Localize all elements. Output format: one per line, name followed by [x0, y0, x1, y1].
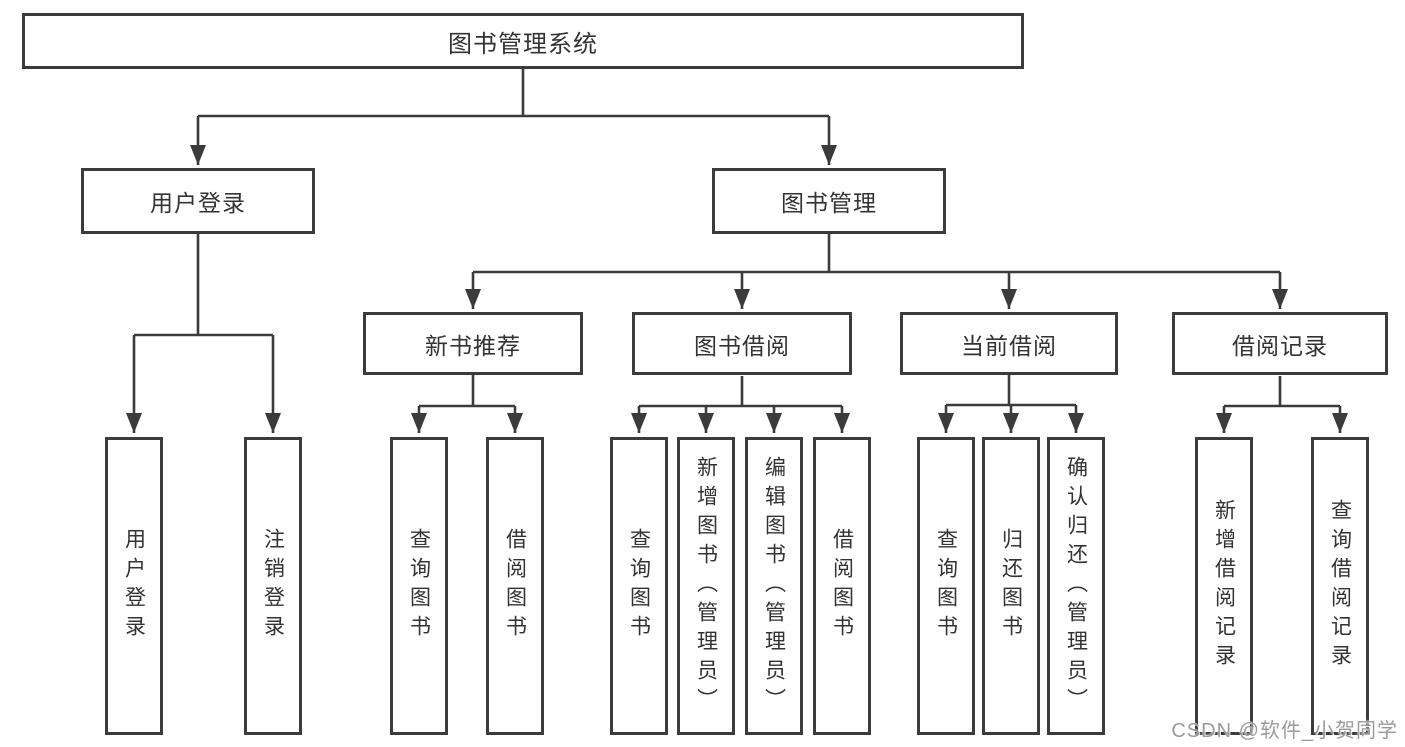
- leaf-label: 注销登录: [261, 528, 285, 644]
- leaf-edit-book-admin: 编辑图书（管理员）: [745, 437, 803, 735]
- connector-book-management-to-level3: [465, 234, 1288, 309]
- leaf-query-books-recommend: 查询图书: [390, 437, 448, 735]
- node-label: 图书管理: [781, 190, 877, 216]
- connector-new-book-subtree: [411, 375, 523, 433]
- leaf-borrow-books-borrowing: 借阅图书: [813, 437, 871, 735]
- connector-user-login-subtree: [126, 234, 281, 433]
- node-new-book-recommendation: 新书推荐: [363, 312, 583, 375]
- leaf-label: 查询借阅记录: [1328, 499, 1352, 673]
- leaf-logout: 注销登录: [244, 437, 302, 735]
- node-current-borrowing: 当前借阅: [900, 312, 1118, 375]
- leaf-confirm-return-admin: 确认归还（管理员）: [1047, 437, 1105, 735]
- node-label: 借阅记录: [1232, 332, 1328, 359]
- node-label: 图书管理系统: [448, 30, 598, 58]
- node-user-login: 用户登录: [81, 168, 315, 234]
- leaf-label: 确认归还（管理员）: [1064, 455, 1088, 717]
- leaf-label: 新增图书（管理员）: [694, 455, 718, 717]
- leaf-query-books-current: 查询图书: [917, 437, 975, 735]
- leaf-query-borrow-record: 查询借阅记录: [1311, 437, 1369, 735]
- leaf-label: 查询图书: [627, 528, 651, 644]
- leaf-add-book-admin: 新增图书（管理员）: [677, 437, 735, 735]
- leaf-query-books-borrowing: 查询图书: [610, 437, 668, 735]
- node-library-management-system: 图书管理系统: [22, 13, 1024, 69]
- node-book-borrowing: 图书借阅: [632, 312, 852, 375]
- leaf-label: 新增借阅记录: [1212, 499, 1236, 673]
- leaf-label: 编辑图书（管理员）: [762, 455, 786, 717]
- connector-book-borrowing-subtree: [631, 376, 850, 433]
- node-label: 当前借阅: [961, 332, 1057, 359]
- node-borrowing-records: 借阅记录: [1172, 312, 1388, 375]
- connector-current-borrowing-subtree: [938, 375, 1084, 433]
- leaf-borrow-books-recommend: 借阅图书: [486, 437, 544, 735]
- leaf-label: 归还图书: [999, 528, 1023, 644]
- leaf-label: 借阅图书: [503, 528, 527, 644]
- leaf-add-borrow-record: 新增借阅记录: [1195, 437, 1253, 735]
- node-label: 新书推荐: [425, 332, 521, 359]
- node-label: 用户登录: [150, 190, 246, 216]
- leaf-label: 查询图书: [934, 528, 958, 644]
- node-label: 图书借阅: [694, 332, 790, 359]
- leaf-return-books: 归还图书: [982, 437, 1040, 735]
- leaf-user-login: 用户登录: [105, 437, 163, 735]
- leaf-label: 用户登录: [122, 528, 146, 644]
- connector-borrowing-records-subtree: [1216, 376, 1348, 433]
- node-book-management: 图书管理: [712, 168, 946, 234]
- connector-root-to-level2: [190, 68, 837, 165]
- leaf-label: 查询图书: [407, 528, 431, 644]
- leaf-label: 借阅图书: [830, 528, 854, 644]
